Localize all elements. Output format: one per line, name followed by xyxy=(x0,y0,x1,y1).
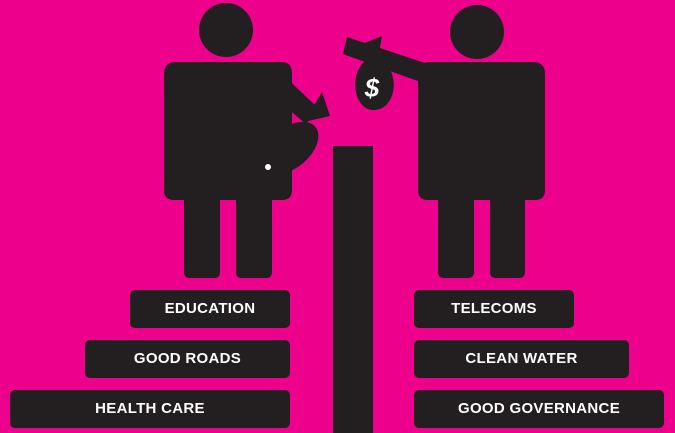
step-clean-water: CLEAN WATER xyxy=(414,340,629,378)
step-telecoms: TELECOMS xyxy=(414,290,574,328)
step-education: EDUCATION xyxy=(130,290,290,328)
center-divider-pole xyxy=(333,146,373,433)
money-bag-icon: $ xyxy=(355,36,394,111)
step-health-care: HEALTH CARE xyxy=(10,390,290,428)
step-good-governance: GOOD GOVERNANCE xyxy=(414,390,664,428)
step-good-roads: GOOD ROADS xyxy=(85,340,290,378)
left-person-icon xyxy=(164,3,318,278)
fish-icon xyxy=(261,92,330,183)
right-person-icon xyxy=(343,5,545,278)
dollar-sign: $ xyxy=(364,73,380,103)
